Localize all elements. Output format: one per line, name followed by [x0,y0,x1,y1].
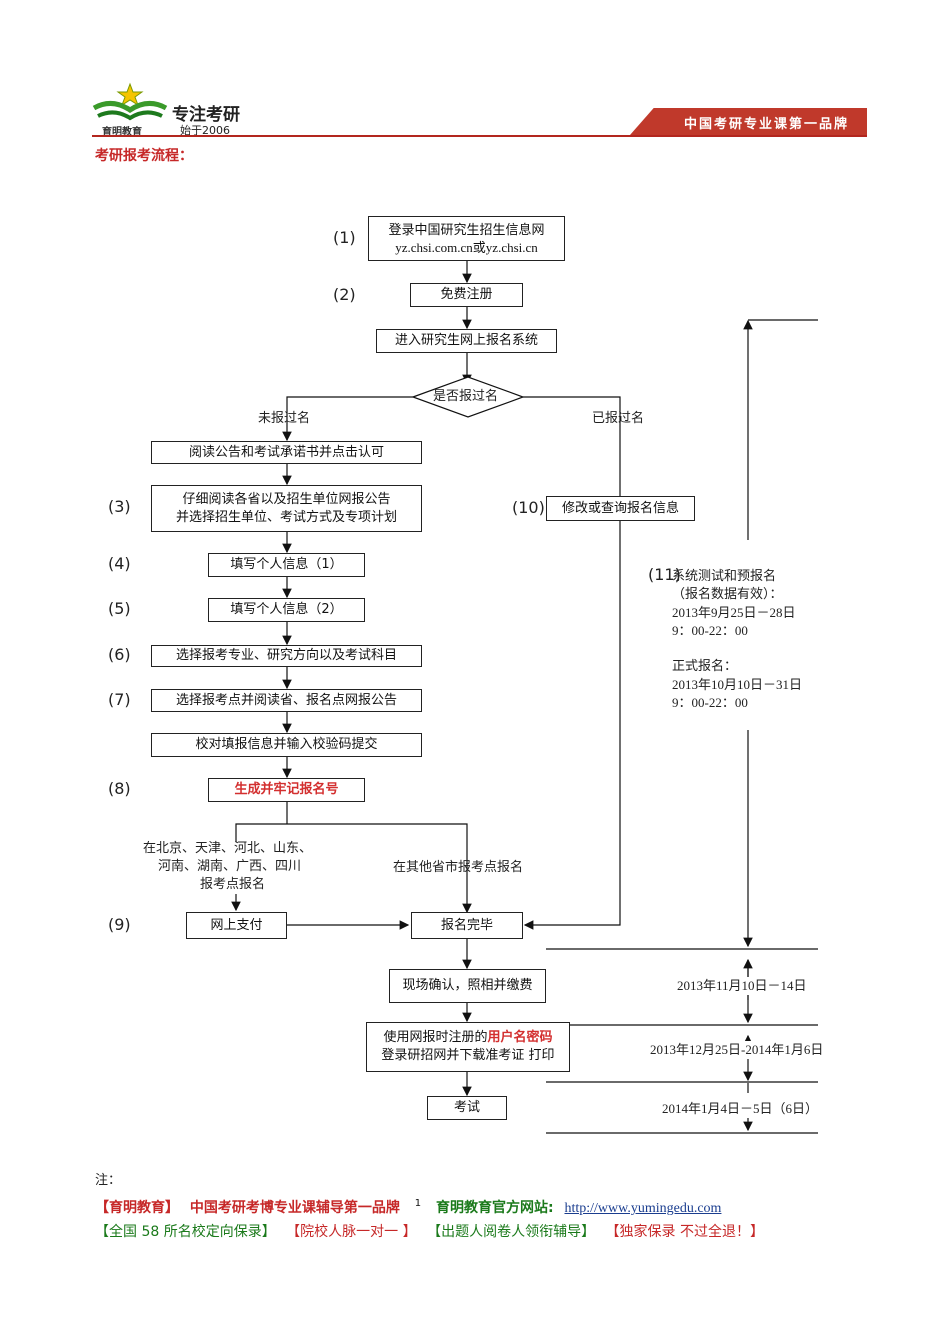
footer-site-label: 育明教育官方网站: [436,1200,554,1216]
regions-line1: 在北京、天津、河北、山东、 [143,841,313,856]
step-2-number: (2) [333,285,356,304]
not-registered-label: 未报过名 [258,411,311,426]
step-10-number: (10) [512,498,545,517]
since-text: 始于2006 [180,124,230,137]
side-line3: 2013年9月25日－28日 [672,605,796,620]
step-3-number: (3) [108,497,131,516]
registered-label: 已报过名 [592,411,645,426]
header-divider [92,135,867,137]
username-password: 用户名密码 [487,1030,553,1045]
slogan: 专注考研 [172,105,240,125]
select-line1: 仔细阅读各省以及招生单位网报公告 [182,491,391,507]
footer-brand-line: 【育明教育】 中国考研考博专业课辅导第一品牌 1 育明教育官方网站: http:… [95,1197,721,1217]
regions-line2: 河南、湖南、广西、四川 [158,859,302,874]
download-ticket-box: 使用网报时注册的用户名密码 登录研招网并下载准考证 打印 [366,1022,570,1072]
footer-tag-4: 【独家保录 不过全退！】 [605,1224,764,1240]
logo-name: 育明教育 [102,127,142,138]
online-pay-box: 网上支付 [186,912,287,939]
download-line2: 登录研招网并下载准考证 打印 [381,1048,555,1063]
download-prefix: 使用网报时注册的 [383,1030,488,1045]
side-line5: 正式报名： [672,659,738,674]
step-9-number: (9) [108,915,131,934]
regions-label: 在北京、天津、河北、山东、 河南、湖南、广西、四川 报考点报名 [143,840,333,894]
side-line4: 9：00-22：00 [672,623,748,638]
confirm-box: 现场确认，照相并缴费 [389,969,546,1003]
footer-site-link[interactable]: http://www.yumingedu.com [564,1201,722,1216]
step-5-number: (5) [108,599,131,618]
select-unit-box: 仔细阅读各省以及招生单位网报公告 并选择招生单位、考试方式及专项计划 [151,485,422,532]
page-number: 1 [414,1198,422,1210]
login-line1: 登录中国研究生招生信息网 [388,221,545,237]
choose-major-box: 选择报考专业、研究方向以及考试科目 [151,645,422,667]
header-banner: 中国考研专业课第一品牌 [630,108,867,135]
footer-brand: 【育明教育】 [95,1200,179,1216]
choose-site-box: 选择报考点并阅读省、报名点网报公告 [151,689,422,712]
side-line1: 系统测试和预报名 [672,569,777,584]
decision-label: 是否报过名 [433,389,499,404]
step-11-number: (11) [648,565,681,584]
login-box: 登录中国研究生招生信息网 yz.chsi.com.cn或yz.chsi.cn [368,216,565,261]
footer-tag-3: 【出题人阅卷人领衔辅导】 [427,1224,596,1240]
step-1-number: (1) [333,228,356,247]
register-box: 免费注册 [410,283,523,307]
banner-text: 中国考研专业课第一品牌 [683,117,849,132]
side-line6: 2013年10月10日－31日 [672,677,803,692]
footer-tag-2: 【院校人脉一对一 】 [286,1224,417,1240]
select-line2: 并选择招生单位、考试方式及专项计划 [175,509,397,525]
side-line2: （报名数据有效）： [672,587,783,602]
step-8-number: (8) [108,779,131,798]
enter-system-box: 进入研究生网上报名系统 [376,329,557,353]
step-6-number: (6) [108,645,131,664]
read-notice-box: 阅读公告和考试承诺书并点击认可 [151,441,422,464]
page-title: 考研报考流程： [95,148,193,164]
note-label: 注： [95,1173,122,1188]
regions-line3: 报考点报名 [200,877,266,892]
step-4-number: (4) [108,554,131,573]
personal-info-1-box: 填写个人信息（1） [208,553,365,577]
modify-box: 修改或查询报名信息 [546,496,695,521]
date-download: 2013年12月25日-2014年1月6日 [650,1041,824,1059]
logo [92,80,172,135]
generate-number-box: 生成并牢记报名号 [208,778,365,802]
other-provinces-label: 在其他省市报考点报名 [393,860,524,875]
date-confirm: 2013年11月10日－14日 [677,977,807,995]
login-line2: yz.chsi.com.cn或yz.chsi.cn [395,239,538,255]
footer-tags-line: 【全国 58 所名校定向保录】 【院校人脉一对一 】 【出题人阅卷人领衔辅导】 … [95,1221,764,1241]
decision-diamond [411,376,525,418]
registration-schedule: 系统测试和预报名 （报名数据有效）： 2013年9月25日－28日 9：00-2… [672,568,822,712]
date-exam: 2014年1月4日－5日（6日） [662,1100,819,1118]
complete-box: 报名完毕 [411,912,523,939]
download-line1: 使用网报时注册的用户名密码 [383,1029,552,1047]
verify-box: 校对填报信息并输入校验码提交 [151,733,422,757]
footer-brand-desc: 中国考研考博专业课辅导第一品牌 [189,1200,400,1216]
personal-info-2-box: 填写个人信息（2） [208,598,365,622]
footer-tag-1: 【全国 58 所名校定向保录】 [95,1224,276,1240]
exam-box: 考试 [427,1096,507,1120]
step-7-number: (7) [108,690,131,709]
side-line7: 9：00-22：00 [672,695,748,710]
